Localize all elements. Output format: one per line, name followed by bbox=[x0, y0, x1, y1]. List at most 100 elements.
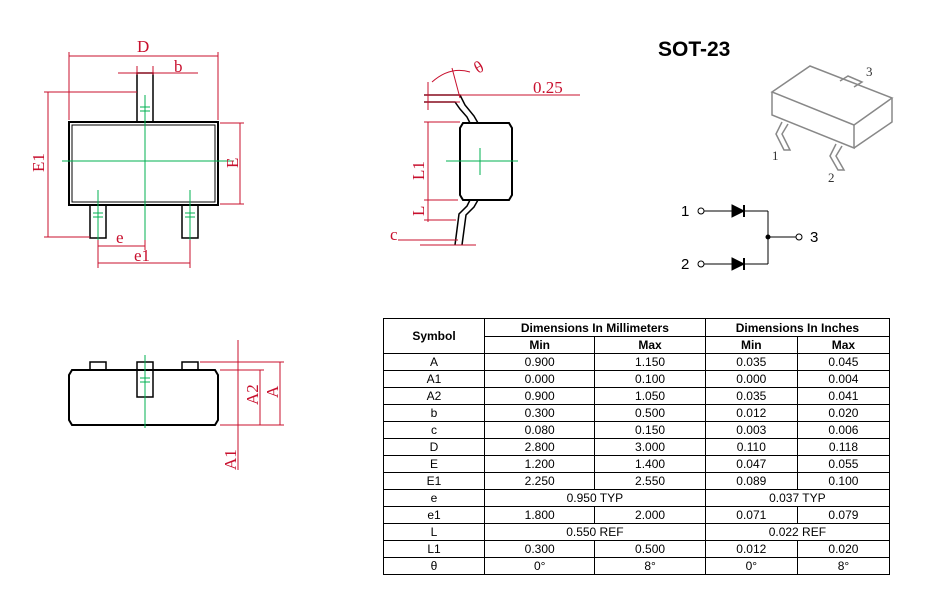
in-min-cell: 0.035 bbox=[704, 353, 798, 371]
symbol-cell: e1 bbox=[383, 506, 485, 524]
mm-max-header: Max bbox=[594, 336, 706, 354]
in-min-cell: 0.035 bbox=[704, 387, 798, 405]
in-max-cell: 8° bbox=[796, 557, 891, 575]
in-min-cell: 0° bbox=[704, 557, 798, 575]
table-row: e 0.950 TYP 0.037 TYP bbox=[383, 489, 891, 507]
dim-label-b: b bbox=[174, 57, 183, 76]
package-pin-1: 1 bbox=[772, 148, 779, 163]
symbol-cell: c bbox=[383, 421, 485, 439]
in-max-cell: 0.045 bbox=[796, 353, 891, 371]
table-row: A1 0.000 0.100 0.000 0.004 bbox=[383, 370, 891, 388]
mm-max-cell: 0.100 bbox=[594, 370, 706, 388]
in-typ-cell: 0.022 REF bbox=[704, 523, 891, 541]
symbol-header: Symbol bbox=[383, 318, 485, 354]
mm-min-cell: 0.900 bbox=[483, 387, 596, 405]
mm-min-cell: 2.800 bbox=[483, 438, 596, 456]
symbol-cell: L1 bbox=[383, 540, 485, 558]
mm-min-cell: 1.200 bbox=[483, 455, 596, 473]
in-min-cell: 0.000 bbox=[704, 370, 798, 388]
in-min-cell: 0.012 bbox=[704, 404, 798, 422]
in-max-cell: 0.020 bbox=[796, 404, 891, 422]
dim-label-025: 0.25 bbox=[533, 78, 563, 97]
mm-max-cell: 2.550 bbox=[594, 472, 706, 490]
dim-label-L: L bbox=[409, 206, 428, 216]
table-row: θ 0° 8° 0° 8° bbox=[383, 557, 891, 575]
dim-label-E1: E1 bbox=[29, 153, 48, 172]
symbol-cell: E bbox=[383, 455, 485, 473]
symbol-cell: A1 bbox=[383, 370, 485, 388]
mm-min-cell: 0.300 bbox=[483, 404, 596, 422]
mm-min-header: Min bbox=[483, 336, 596, 354]
symbol-cell: D bbox=[383, 438, 485, 456]
front-view: A2 A A1 bbox=[68, 340, 284, 470]
symbol-cell: b bbox=[383, 404, 485, 422]
mm-max-cell: 0.150 bbox=[594, 421, 706, 439]
mm-min-cell: 0.300 bbox=[483, 540, 596, 558]
dimensions-table: Symbol Dimensions In Millimeters Dimensi… bbox=[383, 318, 891, 575]
mm-min-cell: 1.800 bbox=[483, 506, 596, 524]
mm-max-cell: 0.500 bbox=[594, 540, 706, 558]
in-max-cell: 0.055 bbox=[796, 455, 891, 473]
mm-typ-cell: 0.950 TYP bbox=[484, 489, 706, 507]
in-max-cell: 0.100 bbox=[796, 472, 891, 490]
mm-max-cell: 1.050 bbox=[594, 387, 706, 405]
table-row: D 2.800 3.000 0.110 0.118 bbox=[383, 438, 891, 456]
mm-min-cell: 2.250 bbox=[483, 472, 596, 490]
in-max-cell: 0.079 bbox=[796, 506, 891, 524]
in-max-cell: 0.041 bbox=[796, 387, 891, 405]
symbol-cell: E1 bbox=[383, 472, 485, 490]
in-min-cell: 0.012 bbox=[704, 540, 798, 558]
in-max-header: Max bbox=[796, 336, 891, 354]
mm-max-cell: 2.000 bbox=[594, 506, 706, 524]
in-typ-cell: 0.037 TYP bbox=[704, 489, 891, 507]
mm-min-cell: 0.080 bbox=[483, 421, 596, 439]
schematic-symbol: 1 2 3 bbox=[681, 203, 818, 273]
dim-label-D: D bbox=[137, 37, 149, 56]
dim-label-theta: θ bbox=[471, 57, 488, 78]
schematic-pin-2: 2 bbox=[681, 256, 689, 273]
table-row: A 0.900 1.150 0.035 0.045 bbox=[383, 353, 891, 371]
in-max-cell: 0.118 bbox=[796, 438, 891, 456]
mm-max-cell: 1.400 bbox=[594, 455, 706, 473]
table-row: E1 2.250 2.550 0.089 0.100 bbox=[383, 472, 891, 490]
symbol-cell: A bbox=[383, 353, 485, 371]
table-row: E 1.200 1.400 0.047 0.055 bbox=[383, 455, 891, 473]
side-view: θ 0.25 L1 L c bbox=[390, 57, 580, 246]
in-min-header: Min bbox=[704, 336, 798, 354]
in-min-cell: 0.089 bbox=[704, 472, 798, 490]
table-row: L1 0.300 0.500 0.012 0.020 bbox=[383, 540, 891, 558]
inch-header: Dimensions In Inches bbox=[704, 318, 891, 337]
package-pin-2: 2 bbox=[828, 170, 835, 185]
symbol-cell: A2 bbox=[383, 387, 485, 405]
symbol-cell: e bbox=[383, 489, 485, 507]
dim-label-e1: e1 bbox=[134, 246, 150, 265]
table-row: e1 1.800 2.000 0.071 0.079 bbox=[383, 506, 891, 524]
in-min-cell: 0.071 bbox=[704, 506, 798, 524]
mm-header: Dimensions In Millimeters bbox=[484, 318, 706, 337]
in-max-cell: 0.004 bbox=[796, 370, 891, 388]
table-row: c 0.080 0.150 0.003 0.006 bbox=[383, 421, 891, 439]
dim-label-A2: A2 bbox=[243, 384, 262, 405]
schematic-pin-1: 1 bbox=[681, 203, 689, 220]
mm-min-cell: 0° bbox=[483, 557, 596, 575]
symbol-cell: θ bbox=[383, 557, 485, 575]
symbol-cell: L bbox=[383, 523, 485, 541]
mm-max-cell: 1.150 bbox=[594, 353, 706, 371]
dim-label-L1: L1 bbox=[409, 161, 428, 180]
in-max-cell: 0.006 bbox=[796, 421, 891, 439]
mm-min-cell: 0.000 bbox=[483, 370, 596, 388]
table-row: L 0.550 REF 0.022 REF bbox=[383, 523, 891, 541]
dim-label-e: e bbox=[116, 228, 124, 247]
in-min-cell: 0.047 bbox=[704, 455, 798, 473]
in-min-cell: 0.003 bbox=[704, 421, 798, 439]
mm-max-cell: 8° bbox=[594, 557, 706, 575]
table-row: b 0.300 0.500 0.012 0.020 bbox=[383, 404, 891, 422]
in-max-cell: 0.020 bbox=[796, 540, 891, 558]
mm-min-cell: 0.900 bbox=[483, 353, 596, 371]
package-title: SOT-23 bbox=[658, 38, 731, 61]
package-3d-illustration: 3 1 2 bbox=[770, 64, 894, 185]
dim-label-E: E bbox=[223, 158, 242, 168]
mm-typ-cell: 0.550 REF bbox=[484, 523, 706, 541]
table-row: A2 0.900 1.050 0.035 0.041 bbox=[383, 387, 891, 405]
